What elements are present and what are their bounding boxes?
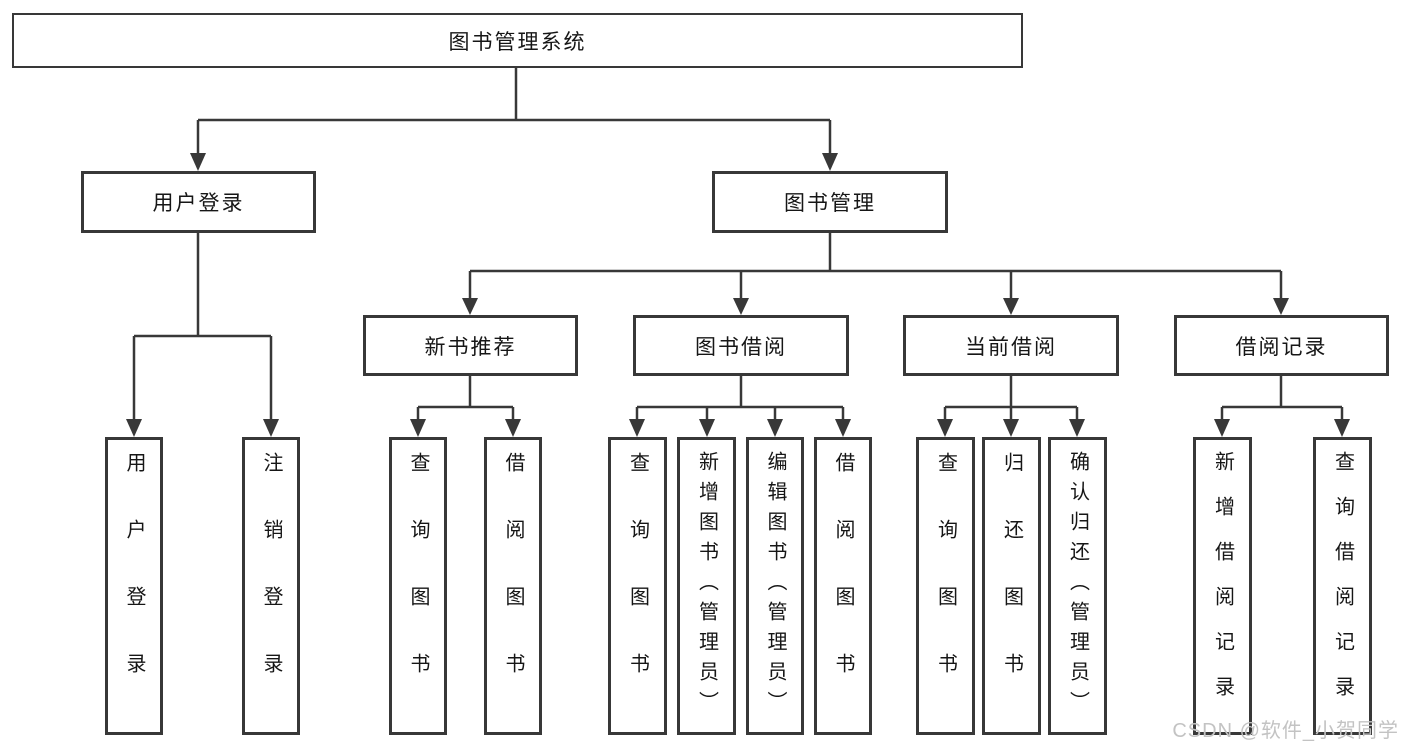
node-root-system: 图书管理系统 bbox=[12, 13, 1023, 68]
node-borrowing-records-label: 借阅记录 bbox=[1235, 335, 1328, 359]
leaf-logout: 注销登录 bbox=[242, 437, 300, 735]
node-borrowing-records: 借阅记录 bbox=[1174, 315, 1389, 376]
leaf-add-books-admin: 新增图书（管理员） bbox=[677, 437, 736, 735]
leaf-user-login-label: 用户登录 bbox=[123, 452, 145, 720]
leaf-add-borrow-record-label: 新增借阅记录 bbox=[1211, 451, 1234, 721]
leaf-add-books-admin-label: 新增图书（管理员） bbox=[695, 451, 718, 721]
leaf-edit-books-admin-label: 编辑图书（管理员） bbox=[764, 451, 786, 721]
node-book-management: 图书管理 bbox=[712, 171, 948, 233]
leaf-add-borrow-record: 新增借阅记录 bbox=[1193, 437, 1252, 735]
leaf-user-login: 用户登录 bbox=[105, 437, 163, 735]
node-current-borrowing: 当前借阅 bbox=[903, 315, 1119, 376]
leaf-logout-label: 注销登录 bbox=[260, 452, 282, 720]
node-current-borrowing-label: 当前借阅 bbox=[965, 335, 1057, 359]
leaf-query-books-current: 查询图书 bbox=[916, 437, 975, 735]
leaf-query-borrow-record: 查询借阅记录 bbox=[1313, 437, 1372, 735]
leaf-edit-books-admin: 编辑图书（管理员） bbox=[746, 437, 804, 735]
leaf-query-books-borrowing-label: 查询图书 bbox=[626, 452, 649, 720]
leaf-borrow-books: 借阅图书 bbox=[814, 437, 872, 735]
leaf-borrow-books-recommend-label: 借阅图书 bbox=[502, 452, 524, 720]
leaf-borrow-books-label: 借阅图书 bbox=[832, 452, 854, 720]
node-new-book-recommend-label: 新书推荐 bbox=[424, 335, 517, 359]
leaf-query-books-borrowing: 查询图书 bbox=[608, 437, 667, 735]
leaf-confirm-return-admin: 确认归还（管理员） bbox=[1048, 437, 1107, 735]
node-user-login-label: 用户登录 bbox=[152, 192, 245, 215]
leaf-return-books: 归还图书 bbox=[982, 437, 1041, 735]
node-book-borrowing-label: 图书借阅 bbox=[695, 335, 787, 359]
leaf-query-books-recommend: 查询图书 bbox=[389, 437, 447, 735]
leaf-query-books-recommend-label: 查询图书 bbox=[407, 452, 429, 720]
leaf-confirm-return-admin-label: 确认归还（管理员） bbox=[1066, 451, 1089, 721]
node-book-management-label: 图书管理 bbox=[784, 192, 876, 215]
node-new-book-recommend: 新书推荐 bbox=[363, 315, 578, 376]
leaf-query-books-current-label: 查询图书 bbox=[934, 452, 957, 720]
leaf-query-borrow-record-label: 查询借阅记录 bbox=[1331, 451, 1354, 721]
leaf-borrow-books-recommend: 借阅图书 bbox=[484, 437, 542, 735]
node-user-login: 用户登录 bbox=[81, 171, 316, 233]
csdn-watermark: CSDN @软件_小贺同学 bbox=[1172, 720, 1399, 742]
node-book-borrowing: 图书借阅 bbox=[633, 315, 849, 376]
arrowheads bbox=[126, 153, 1350, 437]
leaf-return-books-label: 归还图书 bbox=[1000, 452, 1023, 720]
node-root-label: 图书管理系统 bbox=[448, 30, 587, 54]
